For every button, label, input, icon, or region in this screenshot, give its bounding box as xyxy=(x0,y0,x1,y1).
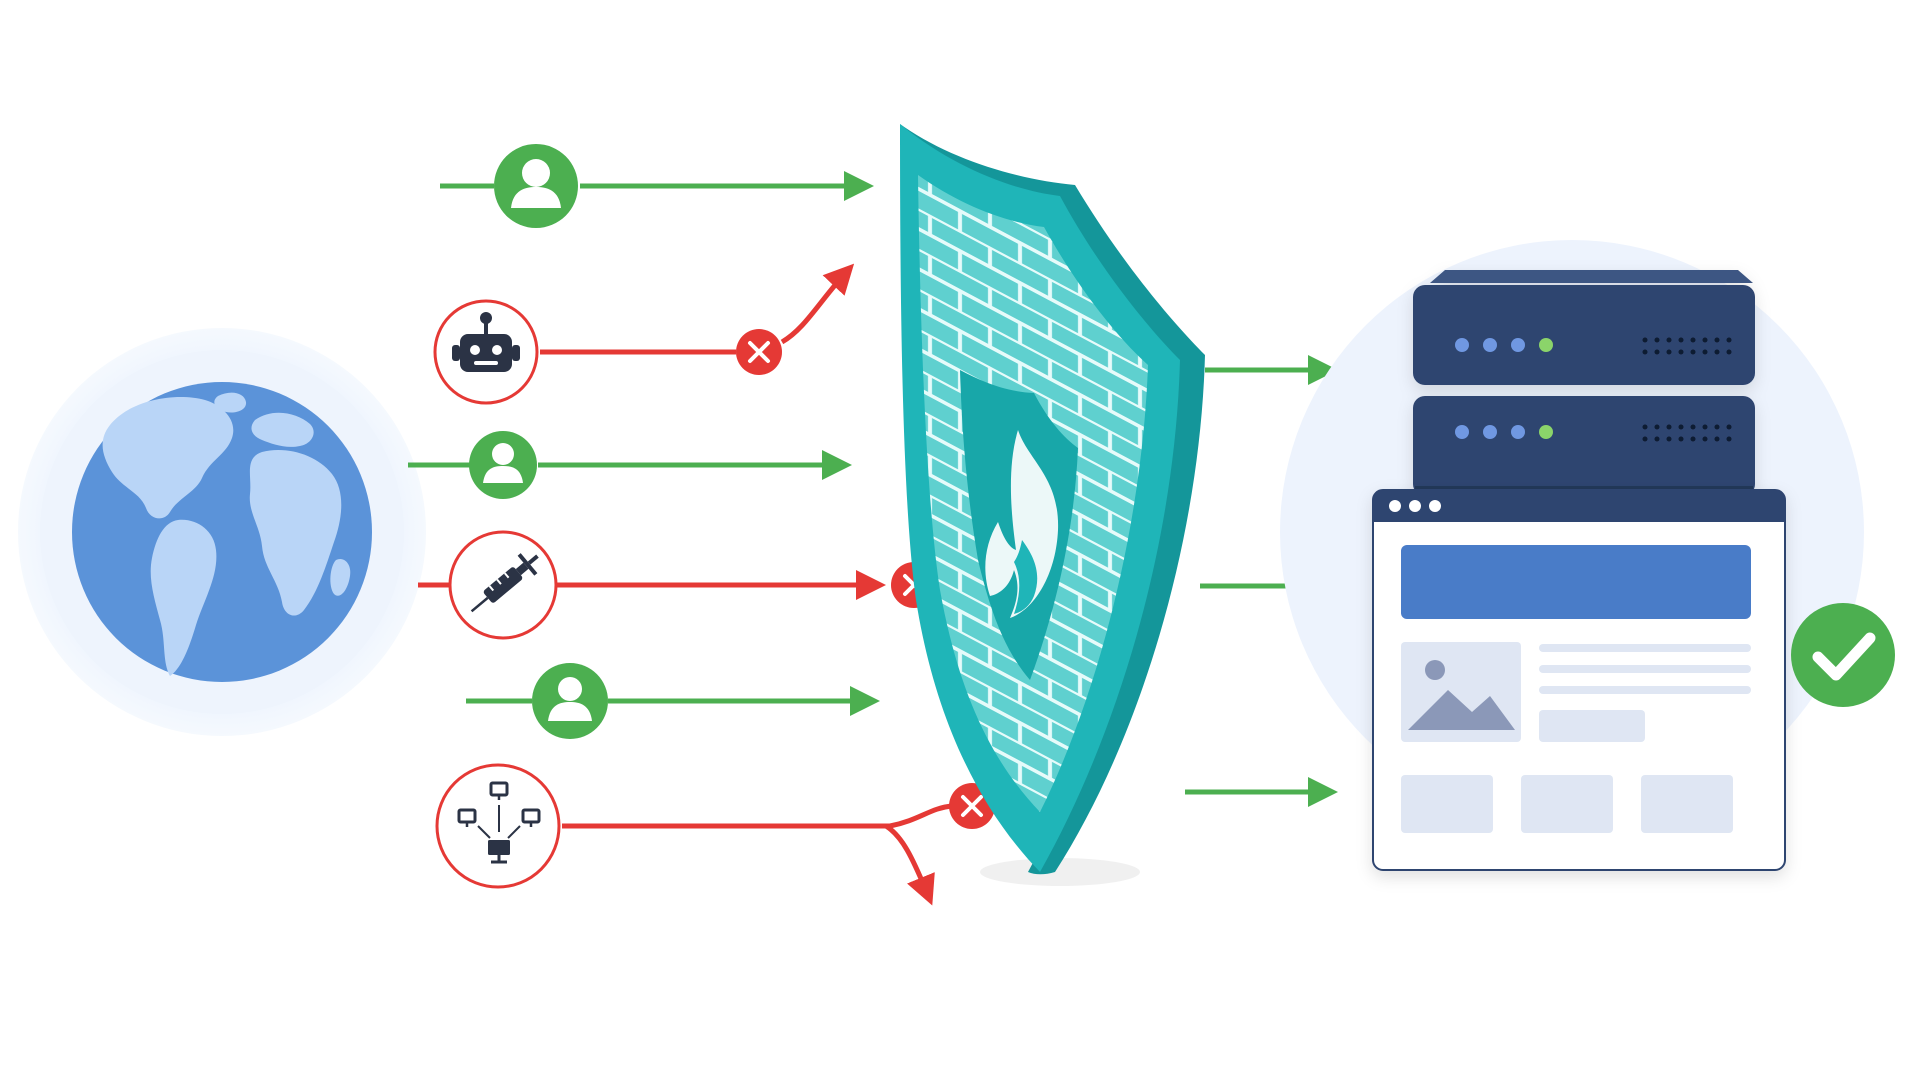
firewall-shield-icon xyxy=(900,124,1205,886)
syringe-icon xyxy=(448,530,558,640)
traffic-row-user-1 xyxy=(440,144,874,228)
blocked-badge xyxy=(736,329,782,375)
globe-icon xyxy=(72,382,372,682)
card-placeholder xyxy=(1401,775,1493,833)
protected-backend xyxy=(1280,240,1895,871)
flow-arrow-deflected xyxy=(780,263,855,345)
user-icon xyxy=(469,431,537,499)
server-vents xyxy=(1642,337,1732,442)
traffic-row-user-3 xyxy=(466,663,880,739)
flow-line-to-block xyxy=(889,803,953,829)
browser-title-bar xyxy=(1373,490,1785,522)
flow-arrow-diverted xyxy=(884,823,935,906)
page-banner xyxy=(1401,545,1751,619)
network-icon xyxy=(435,763,561,889)
user-icon xyxy=(532,663,608,739)
server-icon xyxy=(1413,270,1755,496)
traffic-row-ddos xyxy=(435,763,995,906)
window-dot xyxy=(1409,500,1421,512)
server-status-lights xyxy=(1455,338,1553,439)
traffic-row-bot xyxy=(433,263,855,405)
robot-icon xyxy=(433,299,539,405)
text-line xyxy=(1539,644,1751,652)
button-placeholder xyxy=(1539,710,1645,742)
user-icon xyxy=(494,144,578,228)
text-line xyxy=(1539,665,1751,673)
text-line xyxy=(1539,686,1751,694)
window-dot xyxy=(1389,500,1401,512)
check-icon xyxy=(1791,603,1895,707)
web-page-icon xyxy=(1372,489,1786,871)
image-placeholder-icon xyxy=(1401,642,1521,742)
traffic-row-user-2 xyxy=(408,431,852,499)
window-dot xyxy=(1429,500,1441,512)
card-placeholder xyxy=(1521,775,1613,833)
traffic-row-injection xyxy=(418,530,937,640)
internet-globe xyxy=(18,328,426,736)
card-placeholder xyxy=(1641,775,1733,833)
